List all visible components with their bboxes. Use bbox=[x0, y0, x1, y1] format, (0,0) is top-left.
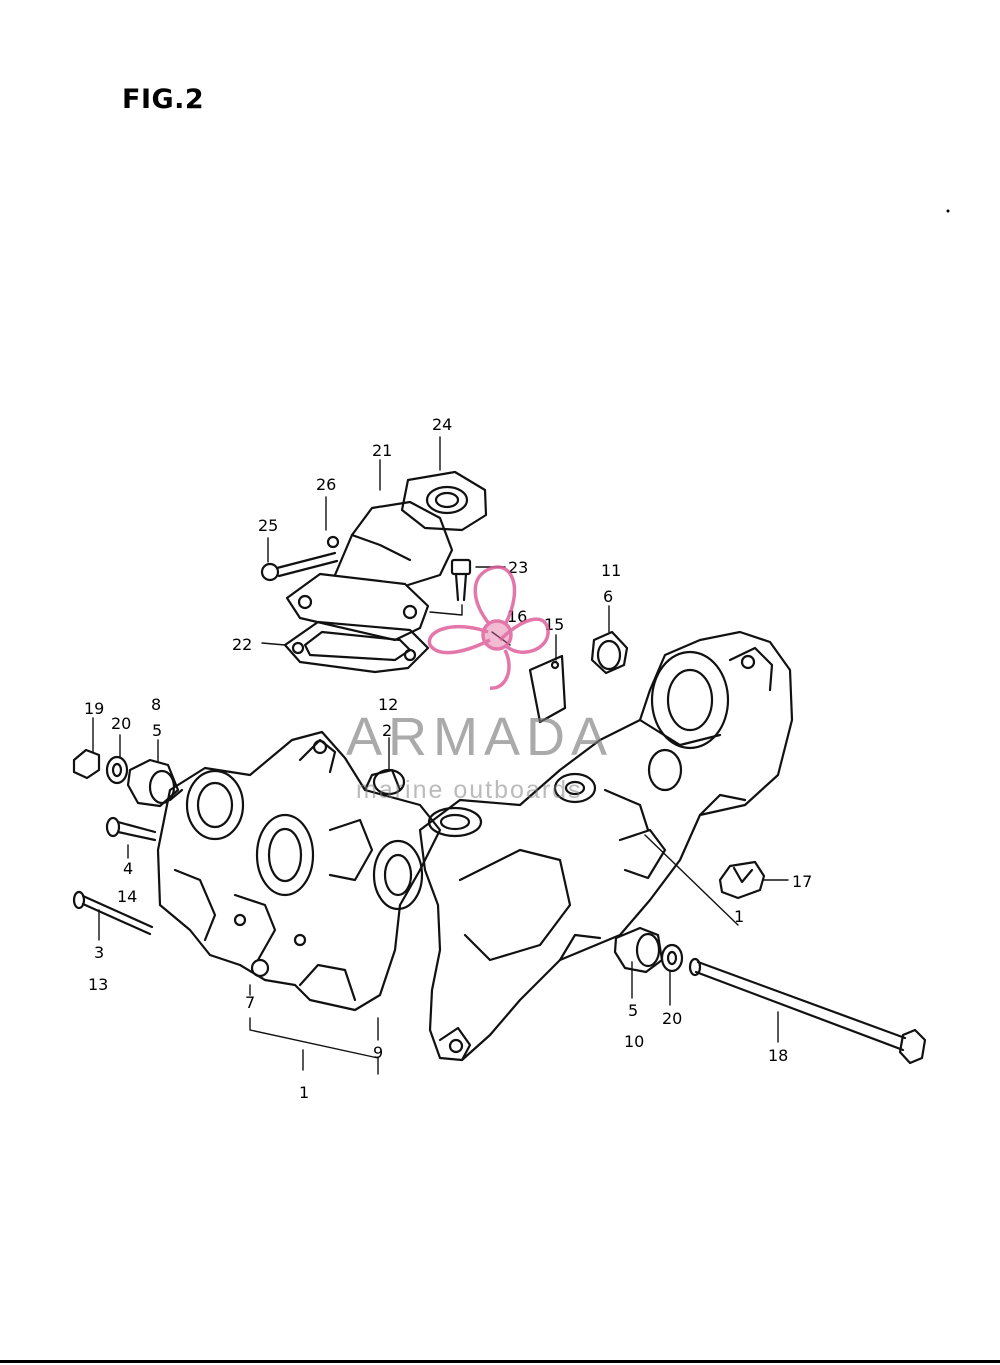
stray-dot bbox=[946, 209, 950, 213]
callout-7: 7 bbox=[245, 993, 255, 1012]
callout-23: 23 bbox=[508, 558, 528, 577]
bush-5-left bbox=[126, 758, 180, 808]
bottom-border bbox=[0, 1360, 1000, 1363]
washer-20-left bbox=[105, 755, 129, 785]
callout-13: 13 bbox=[88, 975, 108, 994]
washer-20-right bbox=[660, 943, 684, 973]
callout-24: 24 bbox=[432, 415, 452, 434]
callout-labels: 24 21 26 25 23 16 15 11 6 22 19 20 8 5 1… bbox=[84, 415, 812, 1102]
figure-title: FIG.2 bbox=[122, 84, 205, 115]
cap-17 bbox=[718, 860, 766, 900]
washer-26 bbox=[326, 535, 340, 549]
callout-17: 17 bbox=[792, 872, 812, 891]
callout-26: 26 bbox=[316, 475, 336, 494]
callout-14: 14 bbox=[117, 887, 137, 906]
callout-6: 6 bbox=[603, 587, 613, 606]
leader-lines bbox=[92, 436, 789, 1075]
callout-1-bottom: 1 bbox=[299, 1083, 309, 1102]
callout-19: 19 bbox=[84, 699, 104, 718]
manifold-gasket bbox=[283, 620, 430, 674]
watermark-tagline: marine outboards bbox=[356, 776, 583, 804]
callout-20-right: 20 bbox=[662, 1009, 682, 1028]
intake-manifold bbox=[285, 470, 488, 642]
callout-5-left: 5 bbox=[152, 721, 162, 740]
callout-25: 25 bbox=[258, 516, 278, 535]
callout-5-right: 5 bbox=[628, 1001, 638, 1020]
callout-8: 8 bbox=[151, 695, 161, 714]
plate-15 bbox=[528, 654, 567, 724]
callout-4: 4 bbox=[123, 859, 133, 878]
bolt-25 bbox=[260, 551, 339, 582]
bolt-18 bbox=[688, 957, 927, 1065]
bush-6 bbox=[590, 630, 629, 675]
bolt-4 bbox=[105, 816, 157, 842]
callout-21: 21 bbox=[372, 441, 392, 460]
callout-10: 10 bbox=[624, 1032, 644, 1051]
bolt-23 bbox=[450, 558, 472, 602]
watermark-brand: ARMADA bbox=[346, 707, 613, 767]
callout-18: 18 bbox=[768, 1046, 788, 1065]
bolt-3 bbox=[72, 890, 154, 936]
watermark: ARMADA marine outboards bbox=[346, 565, 613, 804]
callout-2: 2 bbox=[382, 721, 392, 740]
nut-19 bbox=[72, 748, 101, 780]
callout-12: 12 bbox=[378, 695, 398, 714]
callout-1-right: 1 bbox=[734, 907, 744, 926]
callout-22: 22 bbox=[232, 635, 252, 654]
crankcase-left-half bbox=[156, 730, 442, 1012]
crankcase-right-half bbox=[418, 630, 794, 1062]
bush-5-right bbox=[613, 926, 664, 974]
propeller-logo-icon bbox=[427, 565, 550, 690]
callout-3: 3 bbox=[94, 943, 104, 962]
callout-20-left: 20 bbox=[111, 714, 131, 733]
callout-9: 9 bbox=[373, 1043, 383, 1062]
callout-11: 11 bbox=[601, 561, 621, 580]
